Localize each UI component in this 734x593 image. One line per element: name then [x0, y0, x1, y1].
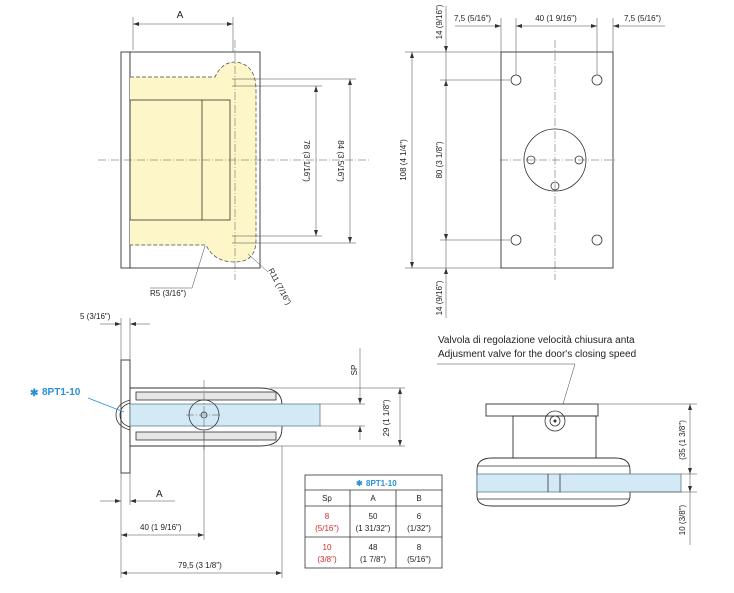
dim-5: 5 (3/16") — [80, 312, 111, 321]
bottom-right-view: Valvola di regolazione velocità chiusura… — [437, 335, 697, 545]
dim-7-5-left: 7,5 (5/16") — [454, 14, 491, 23]
table-header-sp: Sp — [322, 494, 332, 503]
table-cell: 6 — [417, 512, 422, 521]
dim-a-bottom: A — [156, 489, 163, 500]
table-cell: 10 — [323, 543, 332, 552]
radius-r11: R11 (7/16") — [266, 267, 293, 307]
table-header-b: B — [416, 494, 421, 503]
dim-7-5-right: 7,5 (5/16") — [624, 14, 661, 23]
dim-40-bottom: 40 (1 9/16") — [140, 523, 182, 532]
dim-14-bottom: 14 (9/16") — [435, 280, 444, 315]
table-cell: 8 — [417, 543, 422, 552]
dim-29: 29 (1 1/8") — [382, 399, 391, 436]
model-label: 8PT1-10 — [42, 387, 81, 398]
top-left-view: A 78 (3 1/16") 84 (3 5/16") R5 (3/16") — [98, 10, 370, 307]
dim-79-5: 79,5 (3 1/8") — [178, 561, 222, 570]
dim-10: 10 (3/8") — [678, 504, 687, 535]
table-header-a: A — [370, 494, 376, 503]
dim-a-top: A — [177, 10, 184, 21]
table-cell: (5/16") — [407, 555, 431, 564]
dim-14-top: 14 (9/16") — [435, 4, 444, 39]
spec-table: ✱ 8PT1-10 Sp A B 8 (5/16") 50 (1 31/32")… — [304, 474, 443, 569]
table-cell: 48 — [369, 543, 378, 552]
table-cell: (1 31/32") — [356, 524, 391, 533]
table-cell: 8 — [325, 512, 330, 521]
note-italian: Valvola di regolazione velocità chiusura… — [438, 335, 635, 346]
table-title: 8PT1-10 — [366, 479, 397, 488]
table-cell: (1 7/8") — [360, 555, 386, 564]
table-cell: (1/32") — [407, 524, 431, 533]
dim-sp: SP — [350, 365, 359, 376]
table-cell: (3/8") — [317, 555, 337, 564]
note-english: Adjusment valve for the door's closing s… — [438, 349, 636, 360]
svg-text:✱: ✱ — [356, 479, 363, 488]
top-right-view: 7,5 (5/16") 40 (1 9/16") 7,5 (5/16") 14 … — [399, 4, 665, 318]
radius-r5: R5 (3/16") — [150, 289, 187, 298]
dim-78: 78 (3 1/16") — [302, 140, 311, 182]
dim-108: 108 (4 1/4") — [399, 139, 408, 181]
bottom-left-view: 5 (3/16") ✱ 8PT1-10 SP 29 — [30, 312, 405, 578]
dim-84: 84 (3 5/16") — [336, 140, 345, 182]
dim-40-plate: 40 (1 9/16") — [535, 14, 577, 23]
svg-text:✱: ✱ — [30, 388, 39, 399]
dim-35: (35 (1 3/8") — [678, 420, 687, 460]
table-cell: (5/16") — [315, 524, 339, 533]
table-cell: 50 — [369, 512, 378, 521]
dim-80: 80 (3 1/8") — [435, 141, 444, 178]
